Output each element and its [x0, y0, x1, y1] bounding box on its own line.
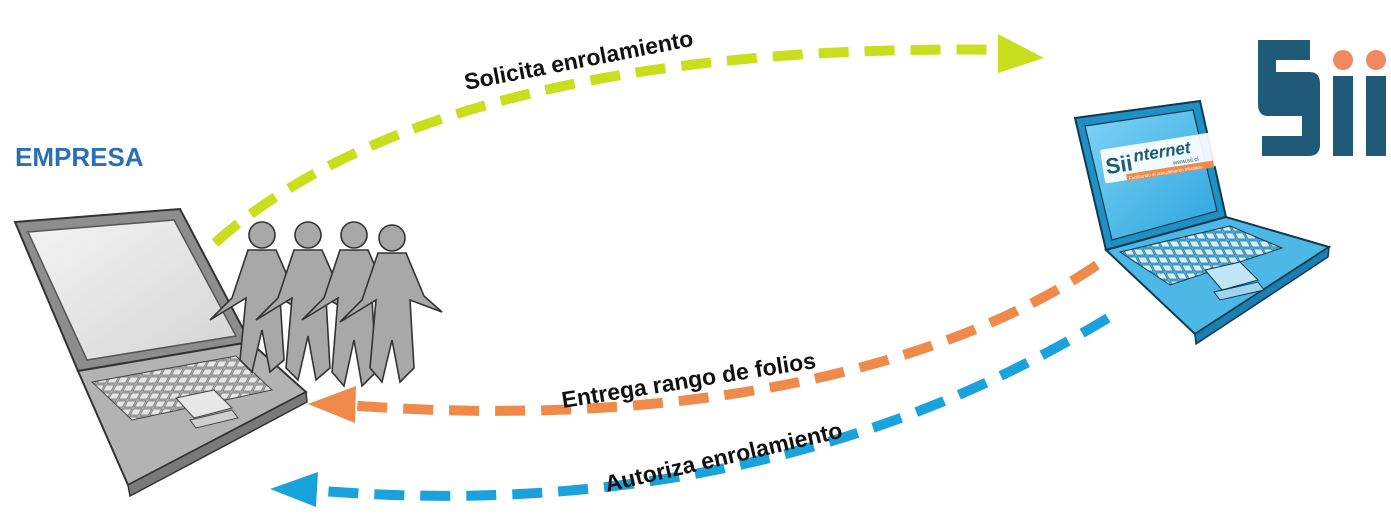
flow-solicita-path — [211, 44, 1011, 247]
empresa-laptop-icon — [13, 207, 308, 498]
empresa-laptop-screen — [26, 219, 238, 361]
sii-internet-banner: Sii nternet www.sii.cl Facilitando el cu… — [1100, 132, 1216, 184]
sii-laptop-keyboard — [1118, 225, 1284, 286]
sii-logo-dot — [1366, 50, 1386, 70]
sii-logo-dot — [1333, 50, 1353, 70]
empresa-laptop-keyboard — [90, 355, 274, 421]
sii-logo — [1258, 40, 1386, 156]
flow-solicita-arrowhead — [998, 34, 1044, 73]
flow-entrega-arrowhead — [308, 386, 356, 423]
sii-laptop-touchpad — [1204, 261, 1259, 291]
sii-logo-s-glyph — [1258, 40, 1320, 156]
flow-autoriza-path — [309, 313, 1111, 501]
flow-entrega: Entrega rango de folios — [308, 260, 1100, 423]
empresa-label: EMPRESA — [15, 142, 144, 172]
flow-autoriza-label: Autoriza enrolamiento — [602, 417, 844, 497]
flow-solicita: Solicita enrolamiento — [211, 25, 1044, 247]
person-figure-icon — [339, 224, 443, 384]
sii-banner-url: www.sii.cl — [1172, 157, 1200, 167]
empresa-laptop-touchpad — [175, 389, 233, 419]
sii-laptop-icon: Sii nternet www.sii.cl Facilitando el cu… — [1073, 99, 1332, 346]
flow-entrega-path — [344, 260, 1100, 416]
people-group-icon — [209, 221, 443, 388]
flow-solicita-label: Solicita enrolamiento — [462, 25, 695, 95]
flow-autoriza-arrowhead — [270, 472, 318, 507]
